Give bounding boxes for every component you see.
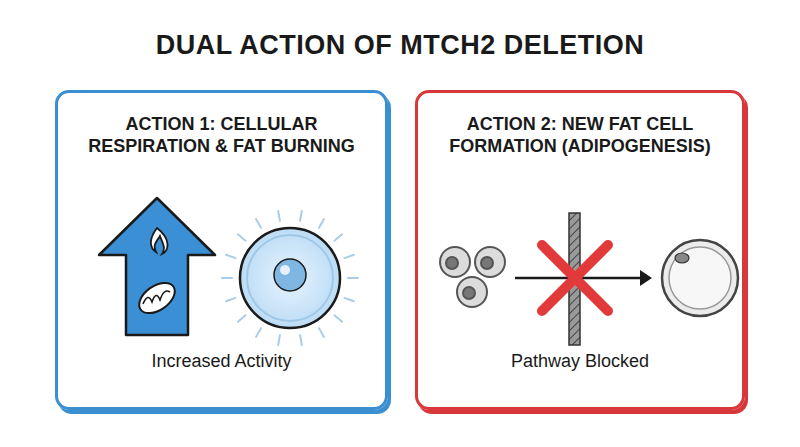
action-panel: ACTION 1: CELLULAR RESPIRATION & FAT BUR… [55, 90, 388, 410]
fat-cell [662, 240, 738, 316]
up-arrow [99, 198, 215, 335]
glowing-cell [222, 211, 358, 345]
diagram-title: DUAL ACTION OF MTCH2 DELETION [0, 30, 800, 61]
panel-heading: ACTION 1: CELLULAR RESPIRATION & FAT BUR… [77, 113, 367, 157]
panel-caption: Pathway Blocked [418, 351, 742, 372]
panel-heading: ACTION 2: NEW FAT CELL FORMATION (ADIPOG… [435, 113, 725, 157]
action-panel: ACTION 2: NEW FAT CELL FORMATION (ADIPOG… [415, 90, 745, 410]
precursor-cells [440, 247, 505, 307]
blocked-arrow [515, 213, 652, 345]
panel-caption: Increased Activity [58, 351, 385, 372]
